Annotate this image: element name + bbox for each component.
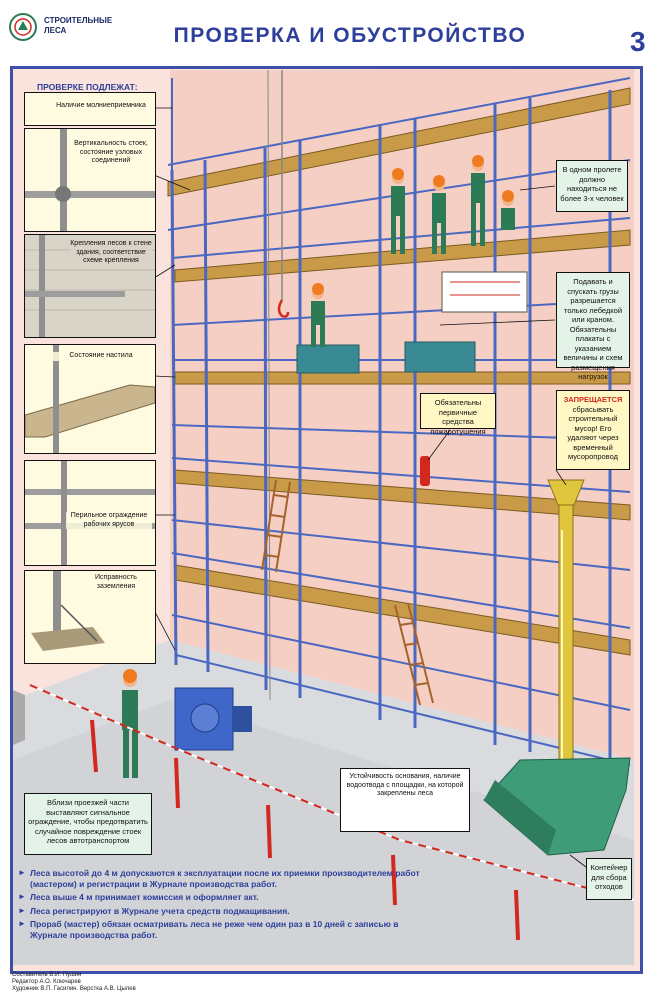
label-railing: Перильное ограждение рабочих ярусов bbox=[66, 512, 152, 529]
posts-joint-icon bbox=[25, 129, 155, 231]
label-wall-anchors: Крепления лесов к стене здания, соответс… bbox=[70, 240, 152, 266]
waste-container bbox=[483, 757, 631, 856]
callout-container: Контейнер для сбора отходов bbox=[586, 858, 632, 900]
logo-icon bbox=[9, 13, 37, 41]
forbidden-title: ЗАПРЕЩАЕТСЯ bbox=[563, 395, 623, 404]
credit-line: Художник В.П. Гасилин. Верстка А.В. Цыле… bbox=[12, 986, 136, 992]
inspection-title: ПРОВЕРКЕ ПОДЛЕЖАТ: bbox=[37, 82, 138, 92]
debris-chute bbox=[547, 479, 585, 776]
winch bbox=[174, 687, 252, 751]
label-lightning-rod: Наличие молниеприемника bbox=[52, 102, 150, 111]
poster-title: ПРОВЕРКА И ОБУСТРОЙСТВО bbox=[173, 24, 527, 47]
rule-text: Прораб (мастер) обязан осматривать леса … bbox=[30, 919, 399, 940]
scaffold-rails bbox=[167, 77, 631, 766]
rules-list: ►Леса высотой до 4 м допускаются к экспл… bbox=[18, 868, 438, 943]
label-deck: Состояние настила bbox=[52, 352, 150, 361]
panel-deck bbox=[24, 344, 156, 454]
signal-barrier bbox=[29, 684, 634, 941]
label-grounding: Исправность заземления bbox=[80, 574, 152, 591]
credit-line: Редактор А.О. Ключарев bbox=[12, 979, 81, 985]
list-item: ►Прораб (мастер) обязан осматривать леса… bbox=[18, 919, 399, 940]
credit-line: Составитель В.И. Пушин bbox=[12, 972, 82, 978]
list-item: ►Леса высотой до 4 м допускаются к экспл… bbox=[18, 868, 420, 889]
poster-number: 3 bbox=[630, 26, 646, 57]
label-posts: Вертикальность стоек, состояние узловых … bbox=[70, 140, 152, 166]
callout-forbidden: ЗАПРЕЩАЕТСЯ сбрасывать строительный мусо… bbox=[556, 390, 630, 470]
callout-workers-limit: В одном пролете должно находиться не бол… bbox=[556, 160, 628, 212]
fire-extinguisher bbox=[420, 456, 430, 486]
rule-text: Леса регистрируют в Журнале учета средст… bbox=[30, 905, 290, 916]
grounding-icon bbox=[31, 571, 105, 651]
load-poster bbox=[441, 271, 528, 313]
forbidden-text: сбрасывать строительный мусор! Его удаля… bbox=[567, 404, 619, 462]
poster-topic: СТРОИТЕЛЬНЫЕ ЛЕСА bbox=[44, 16, 113, 35]
callout-loads: Подавать и спускать грузы разрешается то… bbox=[556, 272, 630, 381]
callout-barrier: Вблизи проезжей части выставляют сигналь… bbox=[24, 793, 152, 855]
rule-text: Леса высотой до 4 м допускаются к эксплу… bbox=[30, 868, 420, 889]
list-item: ►Леса выше 4 м принимает комиссия и офор… bbox=[18, 892, 259, 902]
scaffold-decks bbox=[167, 87, 631, 656]
foundation-text: Устойчивость основания, наличие водоотво… bbox=[346, 773, 464, 797]
scaffold-illustration bbox=[13, 69, 634, 965]
callout-foundation: Устойчивость основания, наличие водоотво… bbox=[340, 768, 470, 832]
callout-fire: Обязательны первичные средства пожаротуш… bbox=[420, 393, 496, 436]
deck-icon bbox=[24, 345, 156, 453]
load-crates bbox=[296, 341, 476, 374]
list-item: ►Леса регистрируют в Журнале учета средс… bbox=[18, 905, 290, 916]
credits: Составитель В.И. Пушин Редактор А.О. Клю… bbox=[12, 972, 136, 993]
rule-text: Леса выше 4 м принимает комиссия и оформ… bbox=[30, 892, 259, 902]
workers bbox=[122, 159, 515, 778]
ladders bbox=[261, 479, 434, 706]
